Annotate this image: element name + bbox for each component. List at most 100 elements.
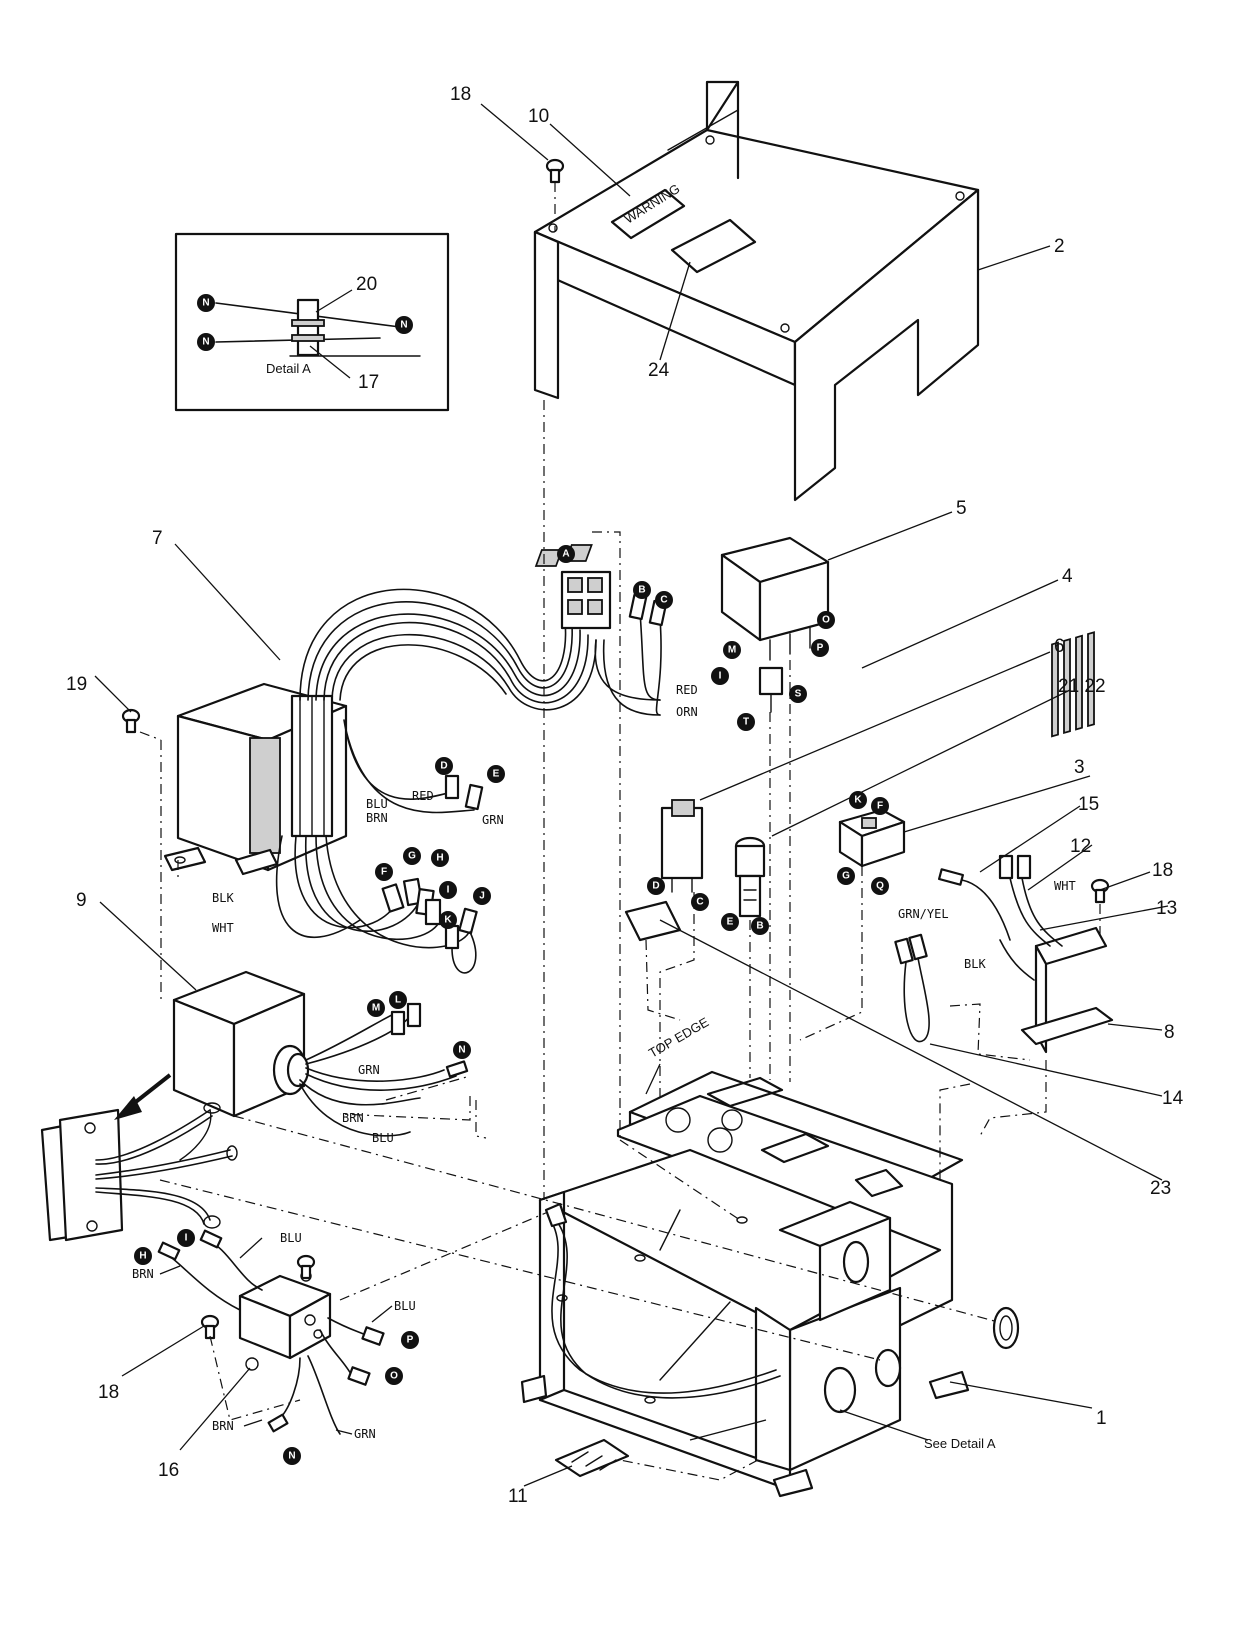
screw-18-right [1090,878,1110,904]
fuse-holder [734,836,766,918]
connector-n-detail-right: N [395,316,413,334]
connector-l: L [389,991,407,1009]
callout-9: 9 [76,890,87,911]
connector-m-switch: M [723,641,741,659]
svg-text:C: C [660,595,667,606]
wire-label-red: RED [676,683,698,697]
callout-13: 13 [1156,898,1177,919]
connector-i-left: I [177,1229,195,1247]
connector-h-left: H [134,1247,152,1265]
wire-label-grn-2: GRN [358,1063,380,1077]
svg-text:B: B [756,921,763,932]
callout-11: 11 [508,1486,528,1507]
svg-text:D: D [440,761,447,772]
svg-text:O: O [822,615,830,626]
top-edge-label: TOP EDGE [646,1014,712,1061]
svg-text:T: T [743,717,749,728]
svg-text:C: C [696,897,703,908]
connector-j: J [473,887,491,905]
connector-g-switch: G [837,867,855,885]
svg-text:N: N [400,320,407,331]
svg-text:G: G [408,851,416,862]
connector-m-left: M [367,999,385,1017]
jumper-wire [894,933,930,1043]
callout-21-22: 21 22 [1058,676,1106,697]
callout-16: 16 [158,1460,179,1481]
connector-i-switch: I [711,667,729,685]
svg-text:N: N [202,298,209,309]
svg-text:I: I [447,885,450,896]
wire-label-wht-2: WHT [1054,879,1076,893]
svg-text:G: G [842,871,850,882]
connector-a: A [557,545,575,563]
svg-text:A: A [562,549,569,560]
connector-a-block [560,570,612,630]
svg-text:P: P [407,1335,414,1346]
connector-p-switch: P [811,639,829,657]
circuit-breaker [660,799,704,893]
top-cover: WARNING [533,80,980,502]
connector-c-breaker: C [691,893,709,911]
callout-leaders [94,103,1169,1487]
svg-text:H: H [436,853,443,864]
terminals-f-k [381,877,478,974]
connector-markers: A B C D E F G H I J K L M N O P M I S T … [134,294,889,1465]
base-chassis [520,1070,1020,1498]
callout-18-right: 18 [1152,860,1173,881]
terminals-d-e [444,774,484,811]
connector-b-fuse: B [751,917,769,935]
svg-text:N: N [288,1451,295,1462]
rubber-pad [554,1438,630,1478]
wire-label-wht-1: WHT [212,921,234,935]
callout-4: 4 [1062,566,1073,587]
connector-n-bottom: N [283,1447,301,1465]
svg-text:H: H [139,1251,146,1262]
wire-label-grn-yel: GRN/YEL [898,907,949,921]
detail-a-label: Detail A [266,361,311,376]
callout-14: 14 [1162,1088,1184,1109]
callout-18-top: 18 [450,84,471,105]
junction-block [157,1229,385,1435]
connector-n-mid: N [453,1041,471,1059]
connector-d-top: D [435,757,453,775]
callout-17: 17 [358,372,379,393]
see-detail-a-label: See Detail A [924,1436,996,1451]
screw-18-left [200,1314,220,1340]
wire-label-orn: ORN [676,705,698,719]
connector-e-fuse: E [721,913,739,931]
wire-label-brn-1: BRN [366,811,388,825]
callout-7: 7 [152,528,163,549]
connector-g: G [403,847,421,865]
connector-t: T [737,713,755,731]
wire-label-brn-4: BRN [212,1419,234,1433]
callout-numbers: 18 10 2 24 20 17 5 7 4 6 21 22 19 3 15 1… [66,84,1184,1507]
rectifier [937,631,1114,1054]
wire-label-brn-3: BRN [132,1267,154,1281]
transformer-wire-bundle [275,588,662,949]
connector-b: B [633,581,651,599]
jumper-link [758,666,784,713]
screw-19 [121,708,141,734]
callout-12: 12 [1070,836,1091,857]
connector-i: I [439,881,457,899]
wire-label-red-2: RED [412,789,434,803]
svg-text:E: E [493,769,500,780]
toggle-switch [838,808,906,868]
screw-16 [296,1254,316,1280]
callout-8: 8 [1164,1022,1175,1043]
wire-label-blu-4: BLU [394,1299,416,1313]
connector-f-switch: F [871,797,889,815]
svg-text:M: M [728,645,736,656]
callout-15: 15 [1078,794,1099,815]
detail-a-inset: Detail A [174,232,450,412]
svg-text:S: S [795,689,802,700]
callout-24: 24 [648,360,670,381]
connector-k-left: K [439,911,457,929]
connector-s: S [789,685,807,703]
side-module [40,1073,238,1242]
wire-label-grn-3: GRN [354,1427,376,1441]
connector-f: F [375,863,393,881]
callout-2: 2 [1054,236,1065,257]
svg-text:D: D [652,881,659,892]
